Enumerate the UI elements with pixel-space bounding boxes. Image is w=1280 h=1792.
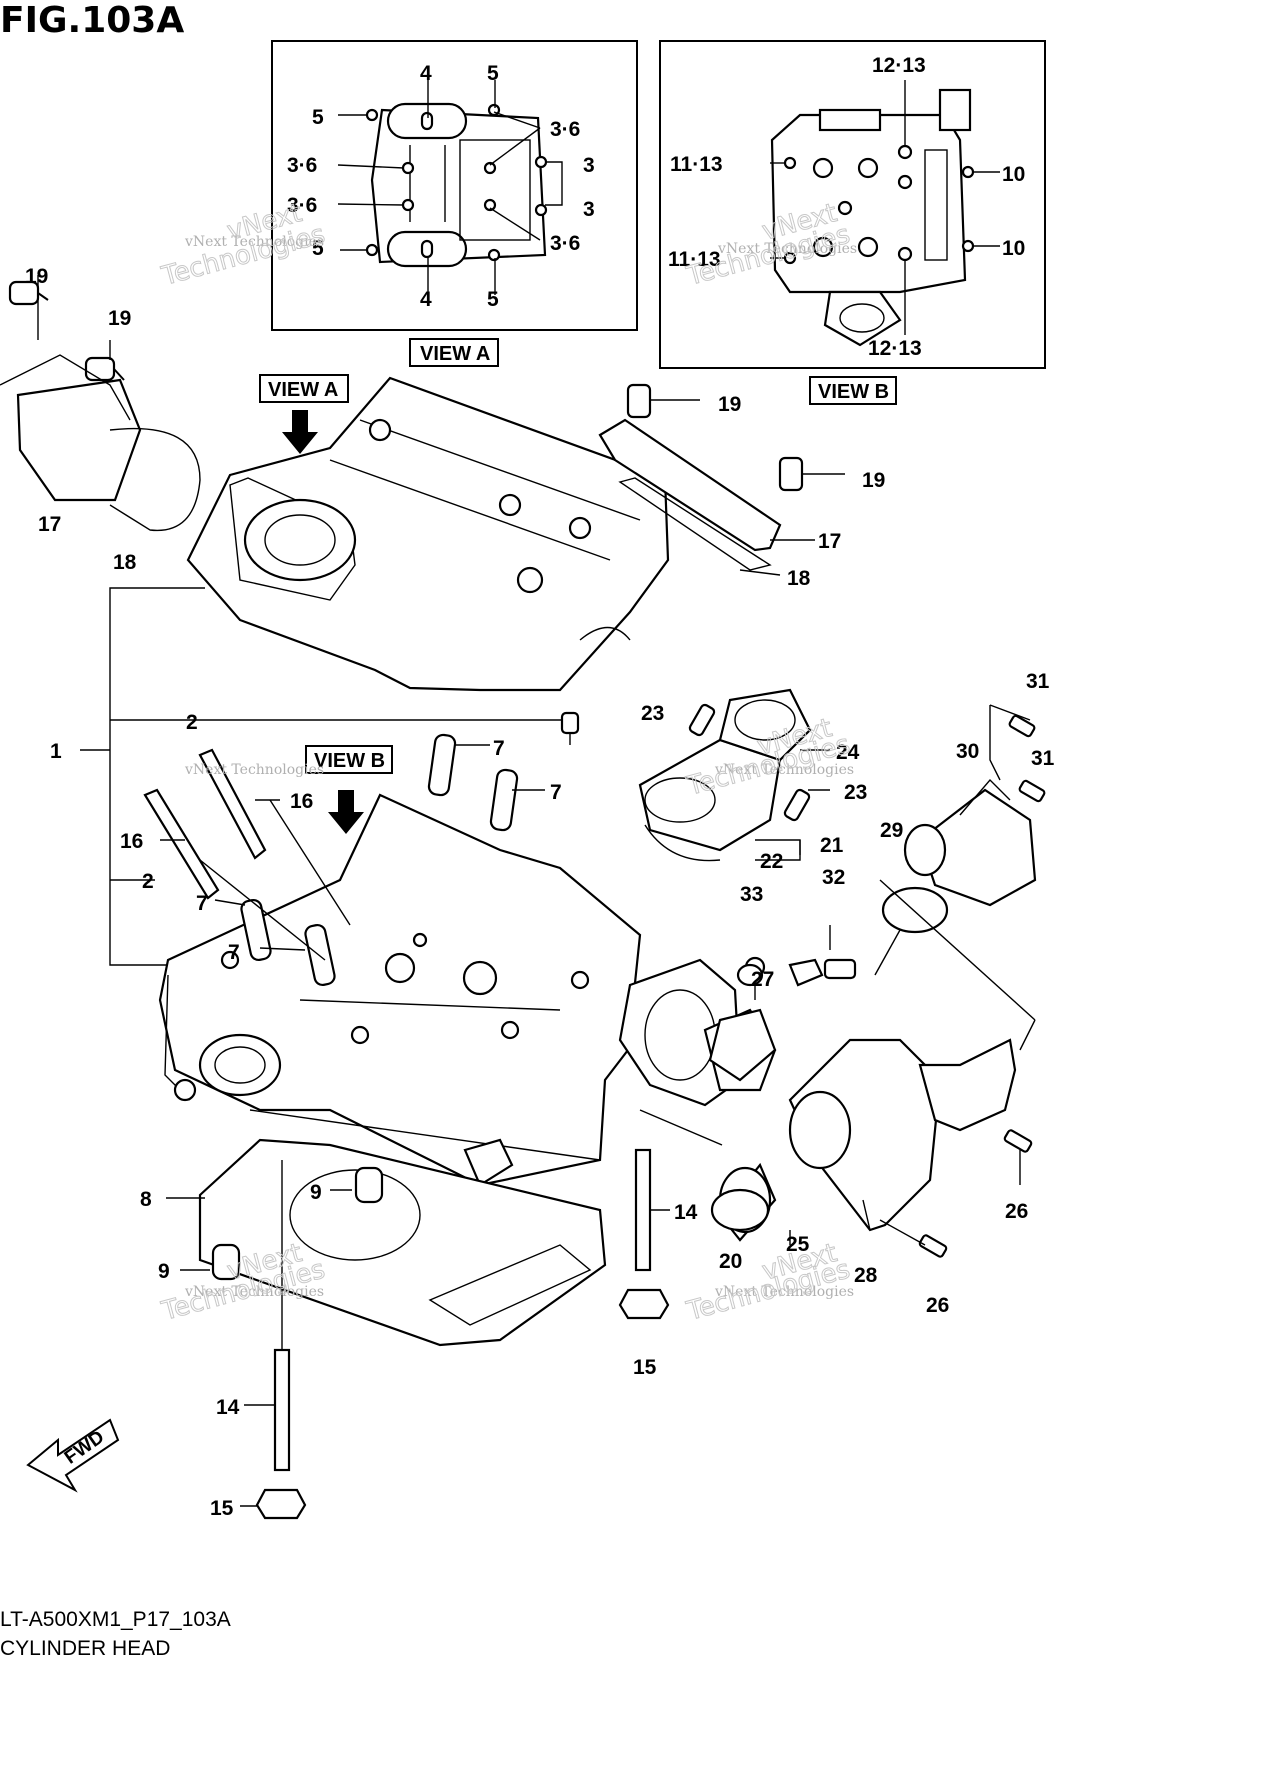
callout: 29 [880, 819, 903, 842]
callout: 15 [633, 1356, 657, 1379]
studs-and-nuts [240, 1148, 670, 1520]
callout: 30 [956, 740, 979, 763]
callout: 19 [718, 393, 741, 416]
callout-bracket-1 [80, 587, 580, 966]
callout: 16 [120, 830, 143, 853]
watermark-text: vNext Technologies [184, 1284, 324, 1300]
callout: 5 [487, 62, 499, 85]
callout: 19 [25, 265, 48, 288]
callout: 31 [1031, 747, 1055, 770]
callout: 7 [550, 781, 562, 804]
right-cover-and-gasket [598, 383, 845, 576]
callout: 33 [740, 883, 763, 906]
callout: 24 [836, 741, 860, 764]
view-a-label-inset: VIEW A [420, 343, 490, 365]
model-code: LT-A500XM1_P17_103A [0, 1608, 231, 1631]
callout: 26 [926, 1294, 949, 1317]
callout: 12·13 [868, 337, 922, 360]
callout: 17 [818, 530, 841, 553]
callout: 3·6 [550, 232, 580, 255]
watermark-text: vNext Technologies [717, 241, 857, 257]
callout: 18 [113, 551, 137, 574]
callout: 4 [420, 62, 432, 85]
callout: 5 [312, 106, 324, 129]
callout: 8 [140, 1188, 152, 1211]
main-callouts: 19 19 17 18 19 19 17 18 1 2 16 16 7 7 2 … [25, 265, 1055, 1520]
callout: 16 [290, 790, 313, 813]
thermostat-housing [618, 956, 1033, 1258]
cylinder-head-body [158, 793, 642, 1187]
watermark-text: vNext Technologies [184, 762, 324, 778]
callout: 12·13 [872, 54, 926, 77]
callout: 20 [719, 1250, 742, 1273]
callout: 22 [760, 850, 783, 873]
callout: 28 [854, 1264, 878, 1287]
callout: 5 [312, 237, 324, 260]
sensor-thermostat-cap [708, 925, 831, 1232]
callout: 7 [493, 737, 505, 760]
view-b-inset [659, 40, 1046, 369]
head-gasket-and-dowels [166, 1138, 607, 1347]
callout: 11·13 [668, 248, 721, 271]
cylinder-head-cover [186, 376, 670, 692]
callout: 3·6 [287, 154, 317, 177]
view-b-label-inset: VIEW B [818, 381, 889, 403]
view-b-callouts: 12·13 11·13 10 11·13 10 12·13 [668, 54, 1025, 360]
fwd-arrow: FWD [26, 1418, 120, 1493]
callout: 25 [786, 1233, 810, 1256]
view-a-callouts: 4 5 5 3·6 3·6 3 3·6 3 5 3·6 4 5 [287, 62, 595, 311]
callout: 23 [844, 781, 867, 804]
callout: 3 [583, 198, 595, 221]
view-a-inset [271, 40, 638, 331]
callout: 4 [420, 288, 432, 311]
callout: 9 [310, 1181, 322, 1204]
watermark-text: vNext Technologies [714, 762, 854, 778]
callout: 14 [216, 1396, 240, 1419]
figure-title: FIG.103A [0, 0, 185, 41]
callout: 15 [210, 1497, 234, 1520]
callout: 23 [641, 702, 664, 725]
callout: 17 [38, 513, 61, 536]
callout: 1 [50, 740, 62, 763]
water-outlet-assembly [874, 704, 1046, 1051]
callout: 18 [787, 567, 811, 590]
view-label-boxes [259, 338, 897, 834]
callout: 32 [822, 866, 845, 889]
callout: 7 [228, 941, 240, 964]
callout: 19 [862, 469, 885, 492]
view-b-label-main: VIEW B [314, 750, 385, 772]
callout: 5 [487, 288, 499, 311]
callout: 26 [1005, 1200, 1028, 1223]
callout: 7 [196, 892, 208, 915]
callout: 2 [142, 870, 154, 893]
callout: 27 [751, 968, 774, 991]
callout: 3·6 [287, 194, 317, 217]
callout: 11·13 [670, 153, 723, 176]
callout: 9 [158, 1260, 170, 1283]
left-cover-and-gasket [0, 275, 201, 532]
figure-caption: CYLINDER HEAD [0, 1637, 171, 1660]
view-a-label-main: VIEW A [268, 379, 338, 401]
valve-guides-and-spark-plugs [143, 733, 545, 987]
watermark-text: vNext Technologies [184, 234, 324, 250]
callout: 19 [108, 307, 131, 330]
intake-pipe-assembly [638, 688, 830, 862]
callout: 14 [674, 1201, 698, 1224]
callout: 10 [1002, 237, 1025, 260]
callout: 3 [583, 154, 595, 177]
callout: 2 [186, 711, 198, 734]
callout: 10 [1002, 163, 1025, 186]
watermark-text: vNext Technologies [714, 1284, 854, 1300]
callout: 21 [820, 834, 844, 857]
callout: 3·6 [550, 118, 580, 141]
callout: 31 [1026, 670, 1050, 693]
